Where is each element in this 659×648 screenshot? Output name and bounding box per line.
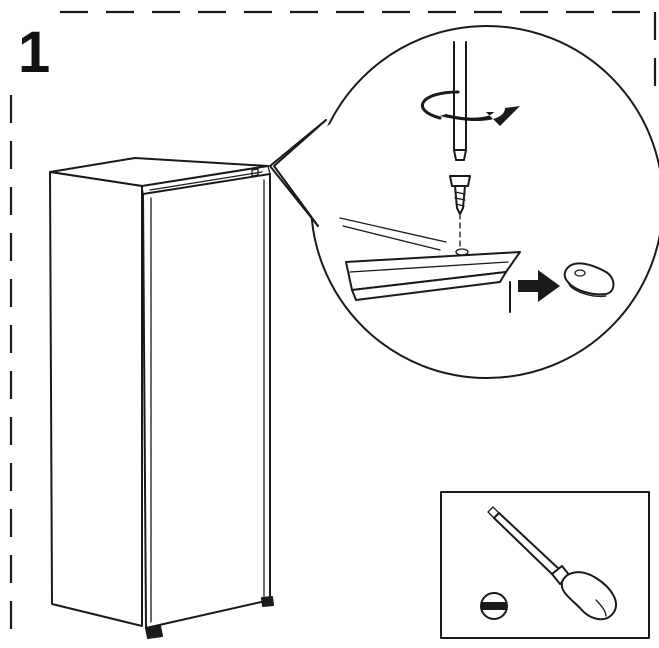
screw-icon — [449, 175, 471, 249]
slide-direction-arrow-icon — [518, 270, 560, 302]
door-rail-detail — [339, 217, 521, 313]
dashed-step-frame — [9, 10, 657, 640]
screwdriver-shaft — [453, 41, 467, 161]
screwdriver-icon — [487, 506, 617, 621]
step-number: 1 — [18, 20, 50, 85]
refrigerator-cabinet — [49, 157, 274, 639]
flat-head-screw-symbol-icon — [480, 592, 508, 620]
rotation-arrow-icon — [420, 90, 520, 126]
hinge-cover-icon — [563, 262, 615, 298]
